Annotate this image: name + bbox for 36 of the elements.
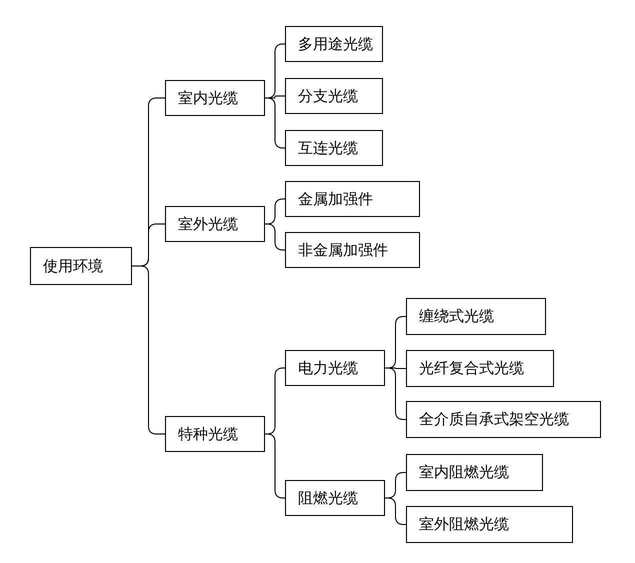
category-box xyxy=(30,247,132,285)
category-box xyxy=(406,401,601,438)
node-label: 使用环境 xyxy=(43,256,103,276)
node-label: 阻燃光缆 xyxy=(298,488,358,508)
category-box xyxy=(406,298,546,335)
bracket-connector xyxy=(264,224,286,250)
node-label: 光纤复合式光缆 xyxy=(419,359,524,378)
category-box xyxy=(406,350,554,387)
bracket-connector xyxy=(264,98,286,148)
category-box xyxy=(406,454,543,491)
category-box xyxy=(285,480,385,516)
node-label: 金属加强件 xyxy=(298,190,373,208)
category-box xyxy=(285,350,385,386)
node-label: 室外阻燃光缆 xyxy=(419,515,509,534)
category-box xyxy=(285,26,383,62)
node-label: 全介质自承式架空光缆 xyxy=(419,410,569,429)
node-label: 室外光缆 xyxy=(178,214,238,234)
category-box xyxy=(165,416,265,452)
category-box xyxy=(165,206,265,242)
node-label: 缠绕式光缆 xyxy=(419,307,494,326)
node-label: 室内阻燃光缆 xyxy=(419,463,509,482)
node-label: 非金属加强件 xyxy=(298,240,388,260)
node-label: 多用途光缆 xyxy=(298,34,373,54)
category-box xyxy=(285,78,383,114)
node-label: 互连光缆 xyxy=(298,138,358,158)
node-label: 特种光缆 xyxy=(178,424,238,444)
category-box xyxy=(406,506,573,543)
node-label: 分支光缆 xyxy=(298,86,358,106)
node-label: 室内光缆 xyxy=(178,88,238,108)
bracket-connector xyxy=(264,434,286,498)
category-box xyxy=(285,232,420,268)
category-box xyxy=(285,130,383,166)
category-box xyxy=(285,181,420,217)
node-label: 电力光缆 xyxy=(298,358,358,378)
category-box xyxy=(165,80,265,116)
bracket-connector xyxy=(132,266,166,434)
